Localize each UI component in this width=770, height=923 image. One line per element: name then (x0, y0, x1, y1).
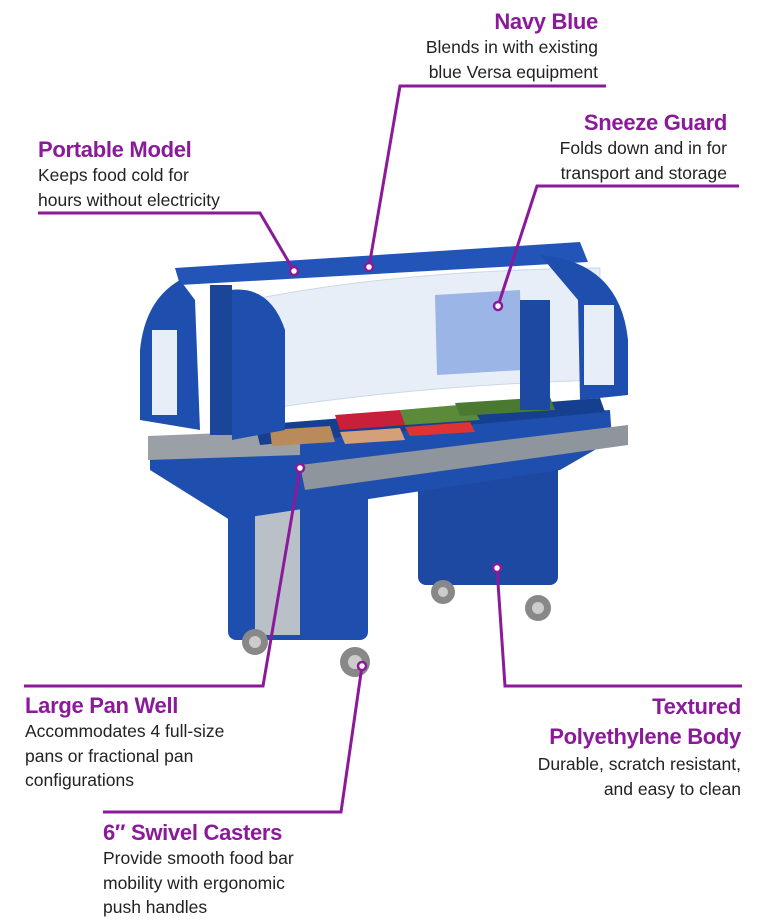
sneeze-guard (249, 267, 601, 411)
callout-text: push handles (103, 897, 208, 917)
cart-body (148, 397, 628, 520)
callout-text: and easy to clean (603, 778, 741, 799)
callout-large-pan-well: Large Pan Well Accommodates 4 full-size … (25, 692, 224, 793)
callout-title: Large Pan Well (25, 693, 179, 718)
callout-sneeze-guard: Sneeze Guard Folds down and in for trans… (559, 109, 728, 185)
callout-text: Blends in with existing (425, 37, 598, 57)
left-pedestal (228, 490, 370, 677)
callout-portable-model: Portable Model Keeps food cold for hours… (38, 136, 220, 212)
callout-text: configurations (25, 770, 134, 790)
callout-text: Provide smooth food bar (103, 848, 294, 868)
callout-text: Folds down and in for (559, 138, 727, 158)
callout-title: Navy Blue (494, 9, 598, 34)
cart-frame (140, 242, 628, 440)
callout-text: blue Versa equipment (428, 61, 598, 82)
callout-text: Accommodates 4 full-size (25, 721, 225, 741)
callout-title: Polyethylene Body (549, 724, 741, 749)
callout-text: transport and storage (560, 162, 727, 183)
callout-title: Textured (652, 694, 741, 719)
callout-title: Portable Model (38, 137, 192, 162)
callout-title: Sneeze Guard (583, 110, 727, 135)
callout-lines (24, 84, 742, 814)
callout-text: hours without electricity (38, 189, 220, 210)
callout-title: 6″ Swivel Casters (103, 820, 283, 845)
callout-navy-blue: Navy Blue Blends in with existing blue V… (426, 8, 598, 84)
callout-dots (288, 261, 504, 672)
callout-text: mobility with ergonomic (103, 872, 285, 893)
callout-text: pans or fractional pan (25, 745, 194, 766)
callout-text: Keeps food cold for (38, 165, 189, 185)
callout-swivel-casters: 6″ Swivel Casters Provide smooth food ba… (103, 819, 294, 920)
right-pedestal (418, 460, 558, 621)
callout-textured-body: Textured Polyethylene Body Durable, scra… (537, 692, 742, 801)
callout-text: Durable, scratch resistant, (537, 754, 741, 774)
